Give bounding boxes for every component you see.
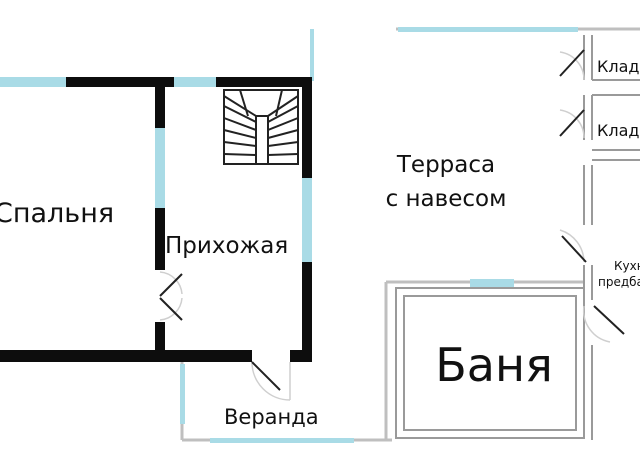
door-storage-1 bbox=[559, 49, 585, 81]
room-label-terrace: Терраса bbox=[396, 152, 495, 178]
sauna-walls bbox=[395, 287, 585, 439]
storage-walls bbox=[583, 35, 640, 440]
room-label-kitchen-sub: предбанник bbox=[598, 275, 640, 289]
room-label-storage-2: Кладовая bbox=[597, 121, 640, 140]
room-label-bedroom: Спальня bbox=[0, 198, 114, 229]
room-label-kitchen: Кухня bbox=[614, 259, 640, 273]
door-kitchen bbox=[559, 229, 587, 263]
door-swing-icon bbox=[159, 49, 625, 401]
room-label-sauna: Баня bbox=[435, 338, 553, 392]
window-terrace-post bbox=[310, 29, 314, 81]
room-label-terrace-sub: с навесом bbox=[386, 186, 507, 212]
window-terrace-top bbox=[398, 27, 578, 32]
room-label-hallway: Прихожая bbox=[165, 233, 288, 259]
staircase-icon bbox=[223, 89, 299, 165]
windows bbox=[0, 27, 578, 443]
window-hall-left bbox=[155, 128, 165, 208]
window-hall-top bbox=[174, 77, 216, 87]
window-bedroom-top bbox=[0, 77, 66, 87]
window-veranda-bottom bbox=[210, 438, 354, 443]
door-hall-bedroom bbox=[159, 271, 183, 321]
room-label-veranda: Веранда bbox=[224, 405, 319, 429]
heavy-walls bbox=[0, 77, 312, 362]
window-sauna-top bbox=[470, 279, 514, 287]
room-label-storage-1: Кладовая bbox=[597, 57, 640, 76]
door-hall-veranda bbox=[251, 361, 291, 401]
window-veranda-left bbox=[180, 364, 185, 424]
door-sauna bbox=[582, 305, 625, 343]
window-hall-right bbox=[302, 178, 312, 262]
door-storage-2 bbox=[559, 109, 585, 139]
